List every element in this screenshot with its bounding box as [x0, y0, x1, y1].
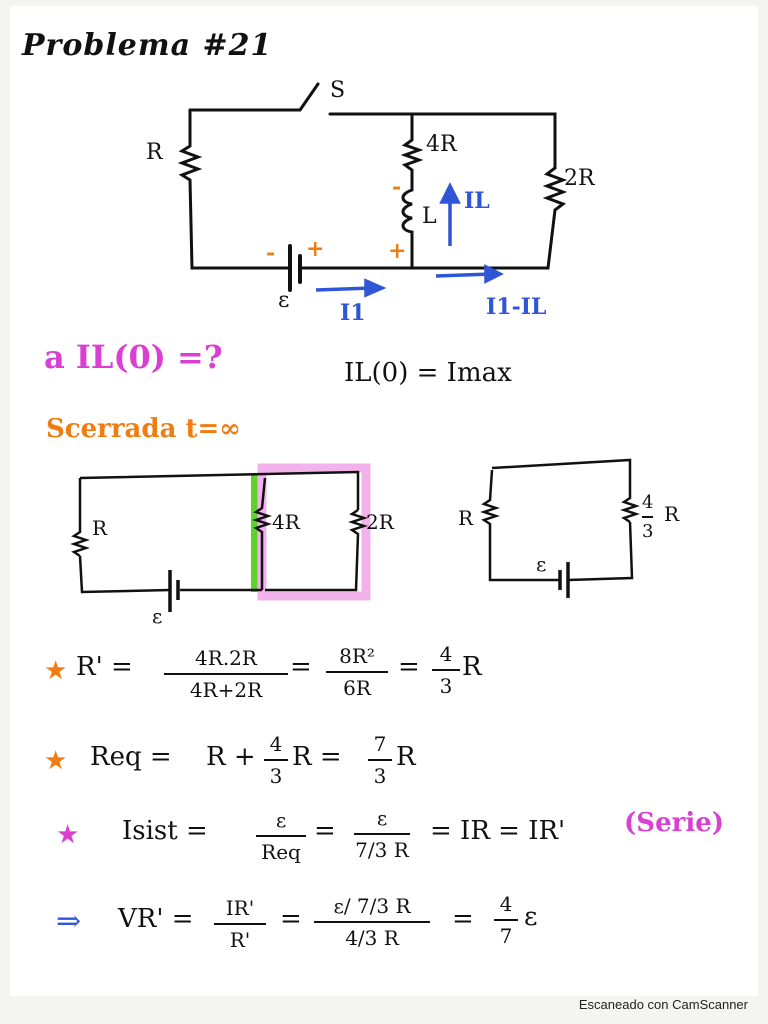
- c2-resistor-4r-label: 4R: [272, 510, 300, 534]
- part-a-answer: IL(0) = Imax: [344, 358, 512, 388]
- emf-label: ε: [278, 288, 290, 313]
- inductor-plus-sign: +: [388, 238, 407, 264]
- eq3-fraction-2: ε 7/3 R: [354, 806, 410, 862]
- eq3-rhs: = IR = IR': [430, 816, 566, 846]
- eq2-unit-1: R =: [292, 742, 342, 772]
- current-i1-label: I1: [340, 300, 366, 326]
- c3-emf-label: ε: [536, 552, 547, 576]
- circuit-2-highlights: [251, 463, 371, 601]
- resistor-2r-symbol: [542, 166, 568, 212]
- circuit-1: [177, 82, 568, 292]
- c2-resistor-r-label: R: [92, 516, 108, 540]
- eq2-r-term: R +: [206, 742, 256, 772]
- eq4-unit: ε: [524, 902, 538, 932]
- c3-resistor-r-label: R: [458, 506, 474, 530]
- circuit-2: [70, 470, 368, 612]
- switch-blade: [298, 82, 320, 112]
- star-bullet-icon: ★: [44, 746, 68, 776]
- eq4-lhs: VR' =: [118, 904, 194, 934]
- circuit-3: [480, 458, 640, 598]
- current-il-label: IL: [464, 188, 490, 214]
- switch-label: S: [330, 78, 346, 103]
- inductor-symbol: [401, 188, 414, 270]
- star-bullet-icon: ★: [44, 656, 68, 686]
- battery-minus-sign: -: [266, 240, 276, 266]
- page-title: Problema #21: [22, 28, 273, 63]
- resistor-2r-label: 2R: [564, 166, 595, 191]
- current-i1-minus-il-label: I1-IL: [486, 294, 547, 320]
- section-heading: Scerrada t=∞: [46, 414, 241, 444]
- eq1-unit: R: [462, 652, 482, 682]
- c3-req-unit: R: [664, 502, 680, 526]
- scanned-page: [10, 6, 758, 996]
- eq4-equals-b: =: [452, 904, 474, 934]
- resistor-r-symbol: [177, 108, 203, 182]
- eq1-equals-b: =: [398, 652, 420, 682]
- eq4-equals-a: =: [280, 904, 302, 934]
- eq1-lhs: R' =: [76, 652, 133, 682]
- part-a-question: a IL(0) =?: [44, 338, 223, 376]
- inductor-label: L: [422, 204, 437, 229]
- eq3-lhs: Isist =: [122, 816, 208, 846]
- eq3-note: (Serie): [624, 808, 725, 838]
- eq2-unit-2: R: [396, 742, 416, 772]
- eq3-equals-a: =: [314, 816, 336, 846]
- eq4-fraction-1: IR'R': [214, 896, 266, 952]
- eq1-equals-a: =: [290, 652, 312, 682]
- scanner-watermark: Escaneado con CamScanner: [578, 997, 748, 1012]
- c2-emf-label: ε: [152, 604, 163, 628]
- eq2-lhs: Req =: [90, 742, 172, 772]
- resistor-4r-label: 4R: [426, 132, 457, 157]
- c2-resistor-2r-label: 2R: [366, 510, 394, 534]
- inductor-minus-sign: -: [392, 174, 402, 200]
- battery-plus-sign: +: [306, 236, 325, 262]
- resistor-4r-symbol: [400, 112, 424, 192]
- star-bullet-icon: ★: [56, 820, 80, 850]
- current-arrows: [315, 182, 504, 298]
- resistor-r-label: R: [146, 140, 163, 165]
- implies-arrow-icon: ⇒: [56, 904, 82, 939]
